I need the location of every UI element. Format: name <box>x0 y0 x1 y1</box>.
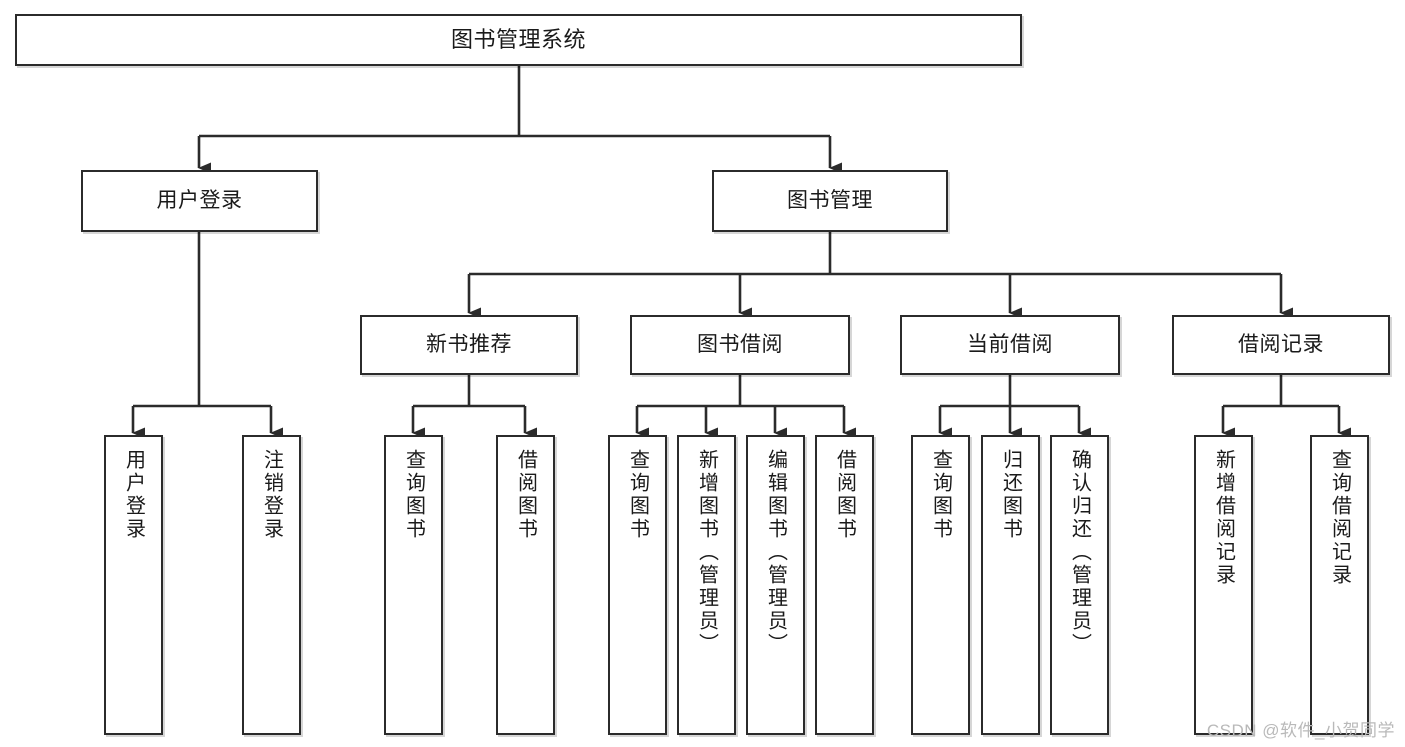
node-leaf-query-book-3[interactable]: 查询图书 <box>911 435 970 735</box>
node-label: 归还图书 <box>999 449 1022 541</box>
node-label: 查询借阅记录 <box>1328 449 1351 587</box>
node-label: 图书管理 <box>787 189 873 213</box>
node-leaf-borrow-book-1[interactable]: 借阅图书 <box>496 435 555 735</box>
node-label: 查询图书 <box>929 449 952 541</box>
node-leaf-query-book-1[interactable]: 查询图书 <box>384 435 443 735</box>
node-label: 用户登录 <box>122 449 145 541</box>
node-label: 编辑图书（管理员） <box>764 449 787 656</box>
node-label: 图书借阅 <box>697 333 783 357</box>
node-label: 注销登录 <box>260 449 283 541</box>
node-leaf-user-login[interactable]: 用户登录 <box>104 435 163 735</box>
node-leaf-add-record[interactable]: 新增借阅记录 <box>1194 435 1253 735</box>
node-leaf-query-record[interactable]: 查询借阅记录 <box>1310 435 1369 735</box>
node-label: 当前借阅 <box>967 333 1053 357</box>
csdn-watermark: CSDN @软件_小贺同学 <box>1206 721 1395 740</box>
node-leaf-logout-login[interactable]: 注销登录 <box>242 435 301 735</box>
node-book-borrow[interactable]: 图书借阅 <box>630 315 850 375</box>
node-leaf-confirm-return[interactable]: 确认归还（管理员） <box>1050 435 1109 735</box>
node-user-login[interactable]: 用户登录 <box>81 170 318 232</box>
node-label: 确认归还（管理员） <box>1068 449 1091 656</box>
node-leaf-edit-book[interactable]: 编辑图书（管理员） <box>746 435 805 735</box>
node-label: 借阅图书 <box>833 449 856 541</box>
node-label: 借阅图书 <box>514 449 537 541</box>
node-label: 查询图书 <box>402 449 425 541</box>
node-label: 新增图书（管理员） <box>695 449 718 656</box>
node-new-book-recommend[interactable]: 新书推荐 <box>360 315 578 375</box>
node-label: 用户登录 <box>156 189 243 213</box>
node-leaf-add-book[interactable]: 新增图书（管理员） <box>677 435 736 735</box>
node-label: 图书管理系统 <box>450 26 586 52</box>
node-current-borrow[interactable]: 当前借阅 <box>900 315 1120 375</box>
node-root-system[interactable]: 图书管理系统 <box>15 14 1022 66</box>
node-leaf-query-book-2[interactable]: 查询图书 <box>608 435 667 735</box>
node-book-manage[interactable]: 图书管理 <box>712 170 948 232</box>
node-label: 借阅记录 <box>1238 333 1324 357</box>
node-leaf-borrow-book-2[interactable]: 借阅图书 <box>815 435 874 735</box>
node-label: 查询图书 <box>626 449 649 541</box>
node-label: 新书推荐 <box>426 333 512 357</box>
node-borrow-record[interactable]: 借阅记录 <box>1172 315 1390 375</box>
node-leaf-return-book[interactable]: 归还图书 <box>981 435 1040 735</box>
node-label: 新增借阅记录 <box>1212 449 1235 587</box>
